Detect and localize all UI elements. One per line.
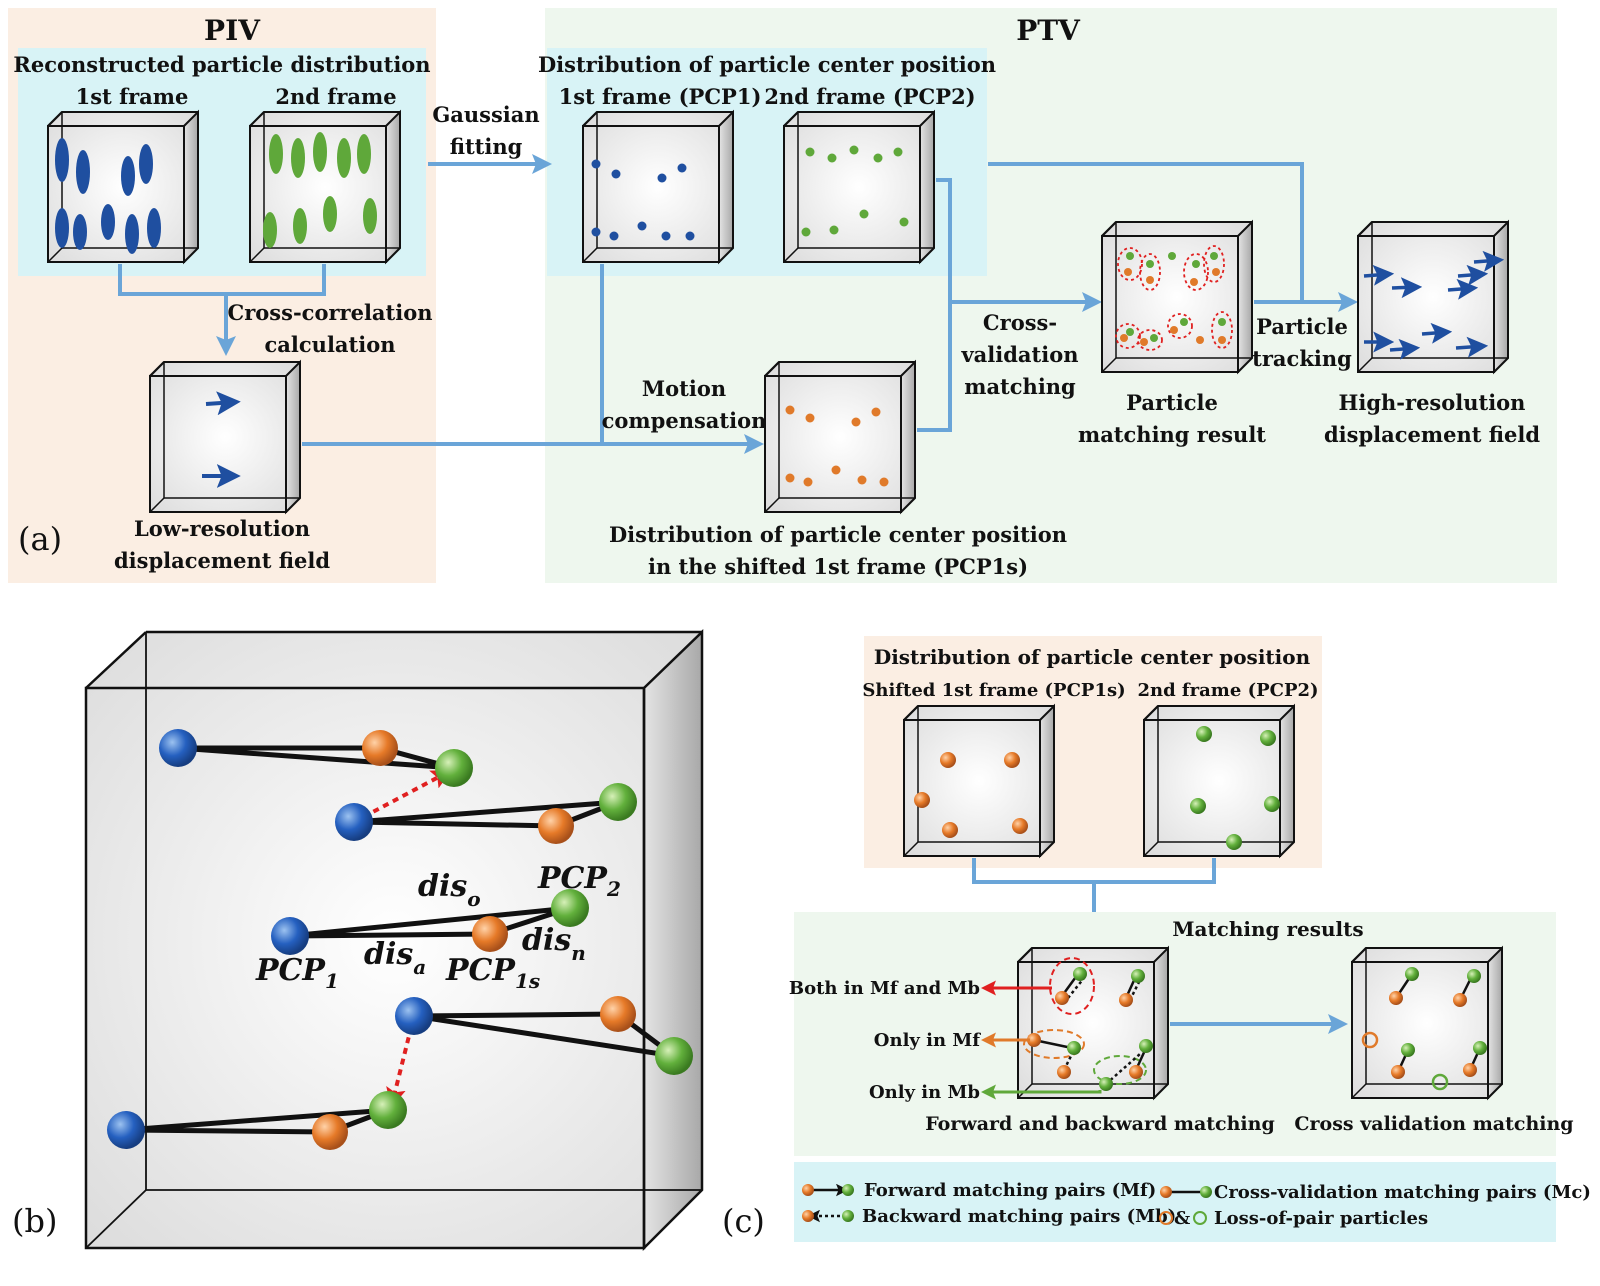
frame2-to-tracking xyxy=(988,162,1304,302)
legend-backward-label: Backward matching pairs (Mb) xyxy=(862,1206,1176,1227)
tracking-label-2: tracking xyxy=(1252,346,1352,371)
fb-matching-box xyxy=(1017,945,1169,1101)
panel-b-orange-particles xyxy=(312,730,636,1150)
piv-frame1-ellipses xyxy=(55,138,161,254)
match-label-1: Particle xyxy=(1126,390,1218,415)
pcp1s-label: PCP1s xyxy=(445,953,540,993)
panel-b-box xyxy=(84,629,704,1252)
panel-c-frame2-box xyxy=(1143,703,1295,859)
motion-label-2: compensation xyxy=(602,408,767,433)
cross-corr-label-2: calculation xyxy=(265,332,396,357)
panel-b-letter: (b) xyxy=(12,1202,57,1240)
panel-b-red-dashed-1 xyxy=(353,770,452,824)
low-res-box xyxy=(149,359,301,515)
legend-forward-symbol xyxy=(802,1183,854,1197)
piv-connector xyxy=(118,264,326,296)
matching-result-box xyxy=(1101,219,1253,375)
shifted-label-2: in the shifted 1st frame (PCP1s) xyxy=(648,554,1028,579)
ptv-frame2-label: 2nd frame (PCP2) xyxy=(764,84,975,109)
panel-b-lines xyxy=(125,745,676,1135)
panel-a-letter: (a) xyxy=(18,520,62,558)
shifted-label-1: Distribution of particle center position xyxy=(609,522,1067,547)
crossval-label-2: validation xyxy=(960,342,1078,367)
gauss-label-1: Gaussian xyxy=(432,102,539,127)
high-res-box xyxy=(1357,219,1509,375)
legend-forward-label: Forward matching pairs (Mf) xyxy=(864,1180,1156,1201)
legend-background xyxy=(794,1162,1556,1242)
low-res-label-1: Low-resolution xyxy=(134,516,310,541)
fb-pairs xyxy=(1023,957,1153,1091)
motion-label-1: Motion xyxy=(642,376,726,401)
panel-b-green-particles xyxy=(369,749,693,1129)
pcp1-label: PCP1 xyxy=(255,953,339,993)
legend-loss-label: Loss-of-pair particles xyxy=(1214,1208,1428,1229)
fb-caption: Forward and backward matching xyxy=(925,1113,1275,1135)
ptv-frame1-label: 1st frame (PCP1) xyxy=(559,84,762,109)
high-res-vectors xyxy=(1363,250,1505,360)
tracking-label-1: Particle xyxy=(1256,314,1348,339)
piv-frame2-ellipses xyxy=(263,132,377,248)
ptv-frame2-box xyxy=(783,109,935,265)
ptv-title: PTV xyxy=(1016,14,1081,47)
legend-loss-symbol xyxy=(1159,1211,1207,1225)
shifted-frame-box xyxy=(764,359,916,515)
piv-title: PIV xyxy=(204,14,261,47)
panel-c-shifted-label: Shifted 1st frame (PCP1s) xyxy=(862,680,1125,701)
panel-c-shifted-points xyxy=(914,752,1028,838)
highres-label-1: High-resolution xyxy=(1339,390,1526,415)
piv-frame2-label: 2nd frame xyxy=(275,84,396,109)
ptv-frame2-points xyxy=(801,145,909,237)
panel-c-letter: (c) xyxy=(722,1202,765,1240)
highres-label-2: displacement field xyxy=(1324,422,1540,447)
panel-c-dist-label: Distribution of particle center position xyxy=(874,645,1311,669)
cv-pairs xyxy=(1361,967,1487,1091)
low-res-label-2: displacement field xyxy=(114,548,330,573)
ptv-frame1-points xyxy=(591,159,695,241)
only-b-arrow xyxy=(981,1084,1102,1100)
pcp2-label: PCP2 xyxy=(537,861,621,901)
shifted-frame-points xyxy=(785,405,889,487)
dis-a-label: disa xyxy=(364,937,426,979)
both-label: Both in Mf and Mb xyxy=(789,978,980,999)
recon-label: Reconstructed particle distribution xyxy=(13,52,430,77)
cv-matching-box xyxy=(1351,945,1503,1101)
panel-c-frame2-label: 2nd frame (PCP2) xyxy=(1137,680,1318,701)
frame2-to-crossval xyxy=(936,178,952,302)
only-f-label: Only in Mf xyxy=(874,1030,981,1051)
only-b-label: Only in Mb xyxy=(869,1082,980,1103)
low-res-vector-1 xyxy=(205,391,241,416)
panel-b-blue-particles xyxy=(107,729,433,1149)
matching-result-pairs xyxy=(1115,245,1233,351)
crossval-label-3: matching xyxy=(964,374,1076,399)
piv-frame1-label: 1st frame xyxy=(76,84,189,109)
cv-caption: Cross validation matching xyxy=(1294,1113,1573,1135)
dis-o-label: diso xyxy=(418,869,481,911)
ptv-dist-label: Distribution of particle center position xyxy=(538,52,996,77)
matching-results-label: Matching results xyxy=(1172,917,1363,941)
legend-crossval-symbol xyxy=(1160,1186,1212,1198)
dis-n-label: disn xyxy=(522,923,586,965)
cross-corr-label-1: Cross-correlation xyxy=(228,300,433,325)
panel-c-shifted-box xyxy=(903,703,1055,859)
crossval-label-1: Cross- xyxy=(983,310,1057,335)
panel-c-frame2-points xyxy=(1190,726,1280,850)
match-label-2: matching result xyxy=(1078,422,1266,447)
legend-amp: & xyxy=(1174,1208,1190,1229)
ptv-frame1-box xyxy=(582,109,734,265)
gauss-label-2: fitting xyxy=(450,134,523,159)
legend-crossval-label: Cross-validation matching pairs (Mc) xyxy=(1214,1182,1591,1203)
legend-backward-symbol xyxy=(802,1209,854,1223)
shifted-to-crossval xyxy=(917,302,952,432)
